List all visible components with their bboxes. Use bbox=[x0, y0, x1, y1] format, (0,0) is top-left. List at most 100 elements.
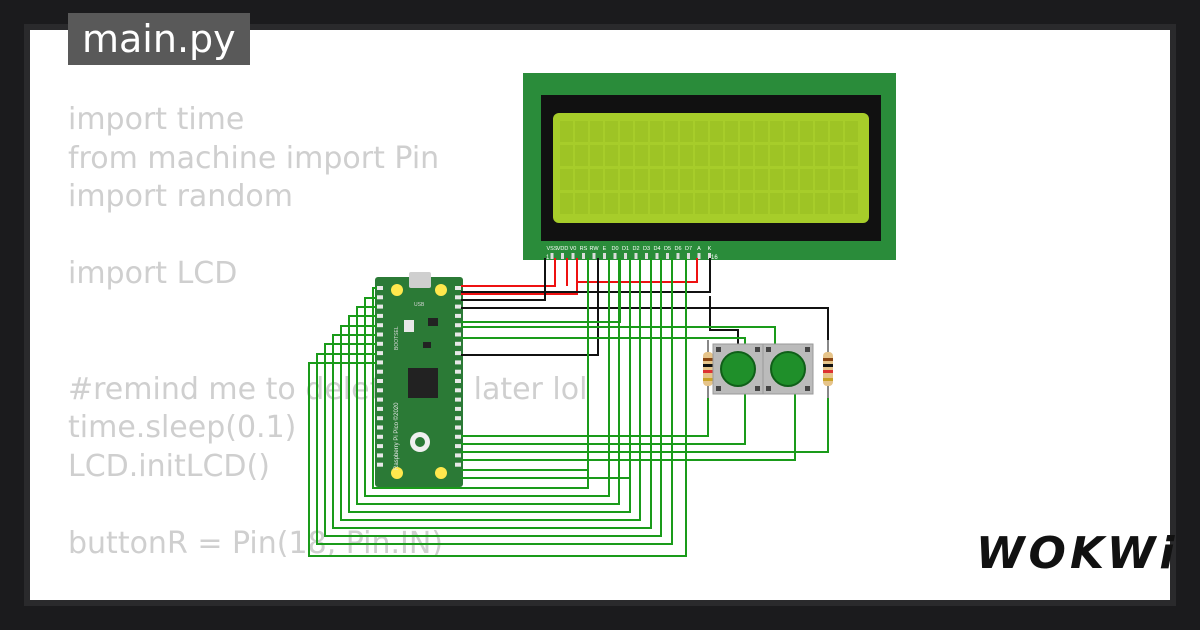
lcd-cell bbox=[815, 169, 828, 190]
pico-pin[interactable] bbox=[377, 341, 383, 346]
pico-pin[interactable] bbox=[455, 462, 461, 467]
lcd-cell bbox=[830, 145, 843, 166]
lcd-cell bbox=[830, 169, 843, 190]
lcd-pin[interactable] bbox=[676, 253, 680, 259]
lcd-cell bbox=[845, 121, 858, 142]
wire bbox=[461, 398, 829, 453]
pico-pin[interactable] bbox=[455, 434, 461, 439]
lcd-cell bbox=[845, 145, 858, 166]
pico-pin[interactable] bbox=[455, 388, 461, 393]
lcd-pin[interactable] bbox=[634, 253, 638, 259]
pico-pin[interactable] bbox=[377, 295, 383, 300]
lcd-pin[interactable] bbox=[666, 253, 669, 259]
pico-pin[interactable] bbox=[377, 304, 383, 309]
wire bbox=[461, 326, 776, 346]
pico-pin[interactable] bbox=[377, 323, 383, 328]
lcd-character-grid bbox=[560, 121, 858, 214]
pico-pin[interactable] bbox=[455, 286, 461, 290]
lcd-cell bbox=[680, 145, 693, 166]
resistor-right[interactable] bbox=[823, 340, 833, 398]
wokwi-logo[interactable]: WOKWi bbox=[976, 528, 1179, 579]
pico-pin[interactable] bbox=[455, 295, 461, 300]
pico-pin[interactable] bbox=[377, 360, 383, 365]
pico-pin[interactable] bbox=[377, 416, 383, 421]
pico-pin[interactable] bbox=[455, 416, 461, 421]
lcd-pin[interactable] bbox=[603, 253, 606, 259]
pico-pin[interactable] bbox=[377, 332, 383, 337]
lcd-pin[interactable] bbox=[697, 253, 701, 259]
pico-pin[interactable] bbox=[455, 406, 461, 411]
wire bbox=[461, 258, 589, 471]
lcd-cell bbox=[575, 193, 588, 214]
pico-pin[interactable] bbox=[455, 323, 461, 328]
pushbutton-left[interactable] bbox=[712, 343, 764, 395]
pico-pin[interactable] bbox=[455, 332, 461, 337]
bootsel-button[interactable] bbox=[404, 320, 414, 332]
button-cap[interactable] bbox=[771, 352, 805, 386]
pico-pin[interactable] bbox=[455, 444, 461, 449]
pico-pin[interactable] bbox=[455, 425, 461, 430]
lcd-pin[interactable] bbox=[613, 253, 617, 259]
pico-pin[interactable] bbox=[377, 406, 383, 411]
pico-pin[interactable] bbox=[377, 379, 383, 383]
lcd-cell bbox=[620, 169, 633, 190]
lcd-cell bbox=[845, 193, 858, 214]
lcd-cell bbox=[755, 145, 768, 166]
resistor-left[interactable] bbox=[703, 340, 713, 398]
pico-pin[interactable] bbox=[377, 453, 383, 458]
pico-pin[interactable] bbox=[455, 304, 461, 309]
wire bbox=[461, 394, 796, 461]
pico-pin[interactable] bbox=[377, 388, 383, 393]
lcd-cell bbox=[560, 169, 573, 190]
lcd-cell bbox=[770, 121, 783, 142]
pico-pin[interactable] bbox=[377, 286, 383, 290]
lcd-pin[interactable] bbox=[708, 253, 711, 259]
lcd-cell bbox=[590, 121, 603, 142]
pico-pin[interactable] bbox=[455, 313, 461, 318]
file-tab[interactable]: main.py bbox=[68, 13, 250, 65]
pico-pin[interactable] bbox=[455, 379, 461, 383]
code-line: time.sleep(0.1) bbox=[68, 410, 297, 445]
pico-pin[interactable] bbox=[377, 425, 383, 430]
lcd-pin[interactable] bbox=[645, 253, 648, 259]
raspberry-pi-pico[interactable]: USB BOOTSEL Raspberry Pi Pico ©2020 bbox=[375, 272, 463, 487]
pico-pin[interactable] bbox=[377, 434, 383, 439]
wire bbox=[308, 258, 687, 557]
lcd-cell bbox=[785, 145, 798, 166]
pushbutton-right[interactable] bbox=[762, 343, 814, 395]
lcd-cell bbox=[785, 193, 798, 214]
lcd-cell bbox=[710, 121, 723, 142]
lcd-cell bbox=[695, 121, 708, 142]
pico-pin[interactable] bbox=[455, 369, 461, 374]
lcd-pin-label: VDD bbox=[557, 246, 569, 252]
pico-pin[interactable] bbox=[377, 397, 383, 402]
pico-pin[interactable] bbox=[377, 369, 383, 374]
pico-pin[interactable] bbox=[455, 360, 461, 365]
button-cap[interactable] bbox=[721, 352, 755, 386]
lcd-cell bbox=[725, 121, 738, 142]
lcd-cell bbox=[605, 145, 618, 166]
lcd-cell bbox=[605, 169, 618, 190]
pico-pin[interactable] bbox=[455, 351, 461, 356]
pico-pin[interactable] bbox=[377, 462, 383, 467]
lcd-pin[interactable] bbox=[655, 253, 659, 259]
lcd-cell bbox=[560, 193, 573, 214]
pico-pin[interactable] bbox=[377, 313, 383, 318]
lcd-pin[interactable] bbox=[582, 253, 585, 259]
lcd-pin[interactable] bbox=[687, 253, 690, 259]
lcd-pin[interactable] bbox=[592, 253, 596, 259]
lcd-pin[interactable] bbox=[561, 253, 564, 259]
pico-name-label: Raspberry Pi Pico ©2020 bbox=[393, 402, 400, 470]
lcd-cell bbox=[590, 193, 603, 214]
wire bbox=[461, 307, 829, 352]
pico-pin[interactable] bbox=[377, 351, 383, 356]
pico-pin[interactable] bbox=[455, 341, 461, 346]
pico-pin[interactable] bbox=[455, 453, 461, 458]
lcd-pin[interactable] bbox=[624, 253, 627, 259]
pico-pin[interactable] bbox=[455, 397, 461, 402]
lcd-cell bbox=[650, 145, 663, 166]
lcd-pin[interactable] bbox=[571, 253, 575, 259]
pico-pin[interactable] bbox=[377, 444, 383, 449]
lcd-pin[interactable] bbox=[550, 253, 554, 259]
